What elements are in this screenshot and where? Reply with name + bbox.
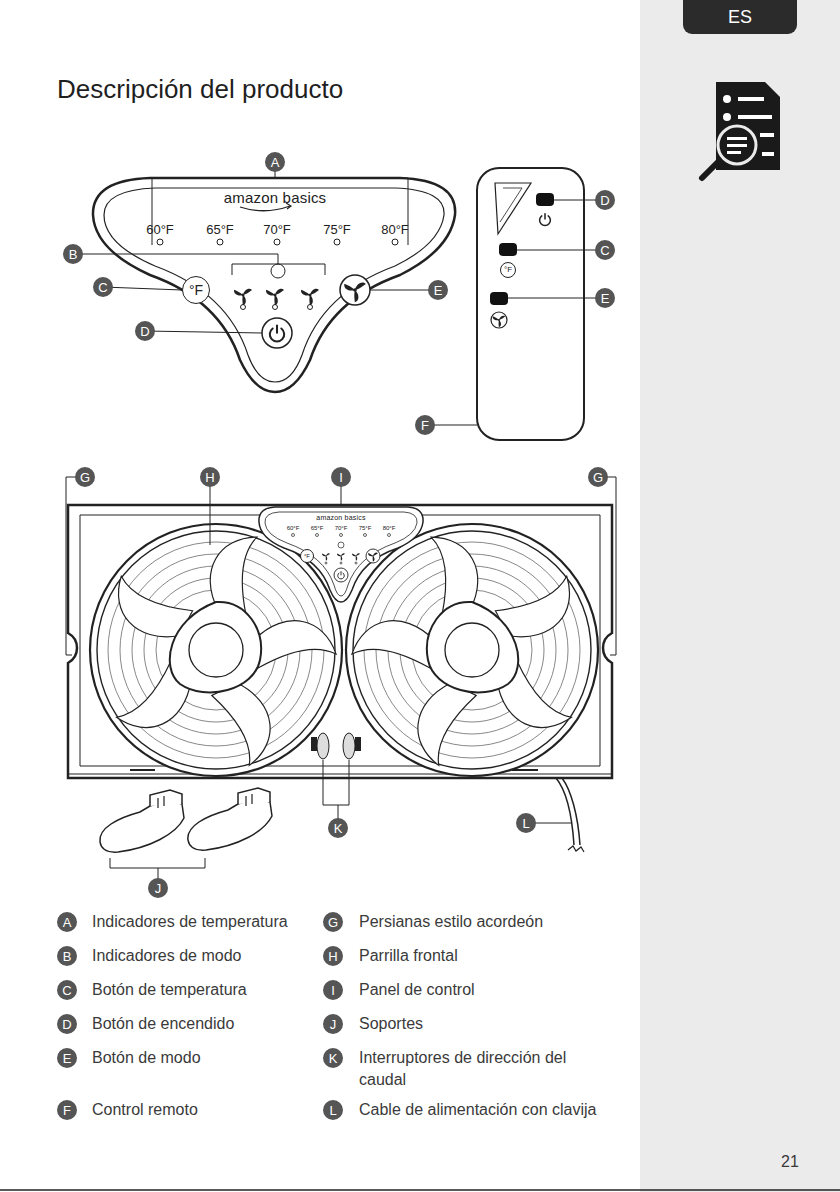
callout-text: A — [63, 916, 72, 929]
brand-logo: amazon basics — [316, 514, 365, 521]
callout-letter: D — [57, 1014, 77, 1034]
callout-text: F — [63, 1104, 71, 1117]
button-text: °F — [504, 266, 512, 274]
callout-letter: J — [323, 1014, 343, 1034]
callout-letter: K — [323, 1048, 343, 1068]
callout-text: H — [328, 950, 337, 963]
callout-text: B — [69, 248, 78, 261]
callout-text: L — [329, 1104, 336, 1117]
callout-text: I — [339, 471, 343, 484]
callout-letter: E — [57, 1048, 77, 1068]
part-name: Control remoto — [92, 1100, 198, 1120]
part-name: Botón de temperatura — [92, 980, 247, 1000]
control-panel: amazon basics 60°F 65°F 70°F 75°F 80°F °F — [90, 170, 462, 396]
part-name: Interruptores de dirección del caudal — [359, 1047, 604, 1091]
callout-text: G — [328, 916, 338, 929]
callout-letter: L — [323, 1100, 343, 1120]
callout-text: C — [62, 984, 71, 997]
callout-letter: I — [331, 467, 351, 487]
callout-text: J — [330, 1018, 337, 1031]
callout-letter: C — [93, 277, 113, 297]
callout-text: L — [522, 817, 529, 830]
temperature-button: °F — [182, 276, 210, 304]
callout-text: C — [98, 281, 107, 294]
callout-letter: B — [57, 946, 77, 966]
callout-letter: H — [200, 467, 220, 487]
brand-logo: amazon basics — [224, 190, 327, 205]
callout-letter: J — [148, 878, 168, 898]
callout-text: I — [331, 984, 335, 997]
callout-text: K — [334, 822, 343, 835]
temperature-mark: 60°F — [287, 525, 300, 531]
callout-text: B — [63, 950, 72, 963]
callout-letter: K — [328, 818, 348, 838]
callout-letter: I — [323, 980, 343, 1000]
callout-text: E — [434, 284, 443, 297]
callout-letter: G — [588, 467, 608, 487]
callout-text: D — [140, 325, 149, 338]
callout-letter: D — [135, 321, 155, 341]
temperature-mark: 65°F — [311, 525, 324, 531]
part-name: Botón de encendido — [92, 1014, 234, 1034]
callout-text: E — [63, 1052, 72, 1065]
language-tab: ES — [683, 0, 797, 34]
temperature-mark: 75°F — [359, 525, 372, 531]
temperature-mark: 60°F — [146, 223, 174, 236]
temperature-mark: 70°F — [335, 525, 348, 531]
temperature-button: °F — [500, 262, 516, 278]
callout-letter: B — [63, 244, 83, 264]
callout-text: A — [271, 156, 280, 169]
callout-text: C — [600, 244, 609, 257]
callout-letter: E — [595, 288, 615, 308]
callout-letter: F — [415, 415, 435, 435]
callout-text: F — [421, 419, 429, 432]
callout-letter: G — [323, 912, 343, 932]
callout-text: E — [601, 292, 610, 305]
callout-letter: G — [75, 467, 95, 487]
temperature-mark: 80°F — [383, 525, 396, 531]
callout-letter: L — [516, 813, 536, 833]
callout-text: G — [593, 471, 603, 484]
callout-letter: H — [323, 946, 343, 966]
part-name: Cable de alimentación con clavija — [359, 1100, 596, 1120]
callout-letter: D — [595, 190, 615, 210]
temperature-mark: 75°F — [323, 223, 351, 236]
part-name: Soportes — [359, 1014, 423, 1034]
callout-letter: F — [57, 1100, 77, 1120]
callout-letter: C — [57, 980, 77, 1000]
part-name: Botón de modo — [92, 1048, 201, 1068]
temperature-mark: 65°F — [206, 223, 234, 236]
mini-control-panel: amazon basics 60°F 65°F 70°F 75°F 80°F °F — [256, 503, 426, 605]
callout-text: K — [329, 1052, 338, 1065]
part-name: Parrilla frontal — [359, 946, 458, 966]
callout-text: D — [62, 1018, 71, 1031]
callout-text: D — [600, 194, 609, 207]
part-name: Indicadores de temperatura — [92, 912, 288, 932]
temperature-mark: 80°F — [381, 223, 409, 236]
callout-letter: A — [57, 912, 77, 932]
callout-letter: E — [428, 280, 448, 300]
page-title: Descripción del producto — [57, 74, 343, 105]
callout-text: H — [205, 471, 214, 484]
part-name: Indicadores de modo — [92, 946, 241, 966]
part-name: Panel de control — [359, 980, 475, 1000]
callout-text: G — [80, 471, 90, 484]
callout-letter: C — [595, 240, 615, 260]
temperature-button: °F — [300, 549, 314, 563]
callout-letter: A — [265, 152, 285, 172]
page-number: 21 — [781, 1152, 799, 1172]
language-code: ES — [728, 8, 752, 26]
part-name: Persianas estilo acordeón — [359, 912, 543, 932]
button-text: °F — [189, 283, 203, 297]
temperature-mark: 70°F — [263, 223, 291, 236]
callout-text: J — [155, 882, 162, 895]
button-text: °F — [304, 553, 310, 559]
